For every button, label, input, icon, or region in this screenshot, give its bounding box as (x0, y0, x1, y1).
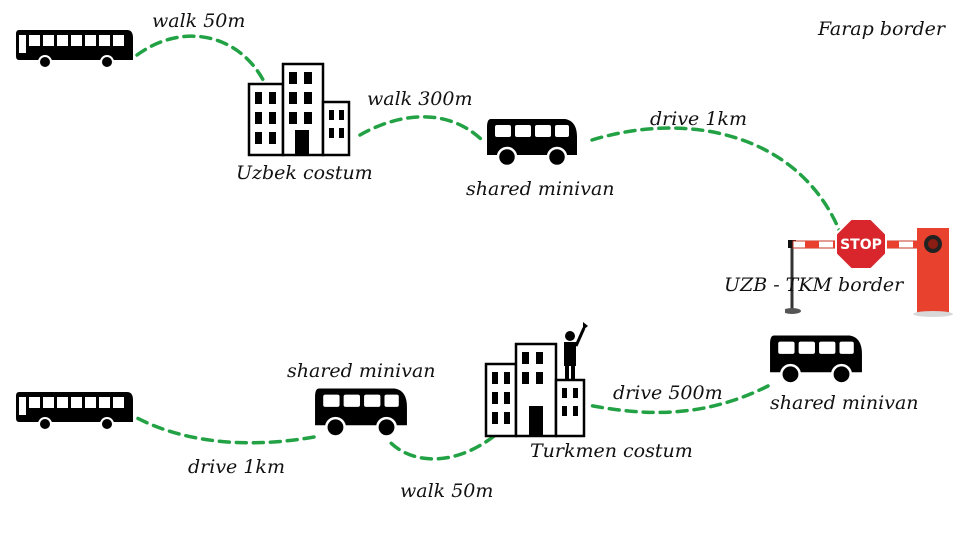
turkmen-customs-building-icon (484, 322, 588, 438)
label-shared-minivan-right: shared minivan (770, 392, 919, 414)
label-drive-1km-top: drive 1km (650, 108, 747, 130)
label-walk-300m: walk 300m (367, 88, 473, 110)
route-minivan-to-turkmen-customs (586, 384, 770, 415)
label-uzbek-customs: Uzbek costum (236, 162, 373, 184)
minivan-icon (770, 335, 862, 385)
label-walk-50m-top: walk 50m (152, 10, 246, 32)
stop-sign-icon: STOP (835, 218, 887, 270)
route-uzbek-customs-to-minivan (358, 115, 484, 142)
border-title: Farap border (818, 18, 946, 40)
label-walk-50m-bottom: walk 50m (400, 480, 494, 502)
label-turkmen-customs: Turkmen costum (530, 440, 693, 462)
label-shared-minivan-top: shared minivan (466, 178, 615, 200)
minivan-icon (487, 119, 577, 168)
route-minivan-to-bus (135, 416, 316, 445)
label-drive-1km-bottom: drive 1km (188, 456, 285, 478)
minivan-icon (315, 388, 407, 438)
uzbek-customs-building-icon (247, 62, 351, 157)
route-minivan-to-border (590, 126, 842, 234)
route-turkmen-customs-to-minivan (386, 423, 509, 461)
label-uzb-tkm-border: UZB - TKM border (724, 274, 904, 296)
coach-bus-icon (16, 392, 133, 431)
label-drive-500m: drive 500m (613, 382, 723, 404)
coach-bus-icon (16, 30, 133, 69)
stop-sign-label: STOP (840, 237, 882, 253)
label-shared-minivan-left: shared minivan (287, 360, 436, 382)
route-bus-to-uzbek-customs (135, 34, 270, 92)
